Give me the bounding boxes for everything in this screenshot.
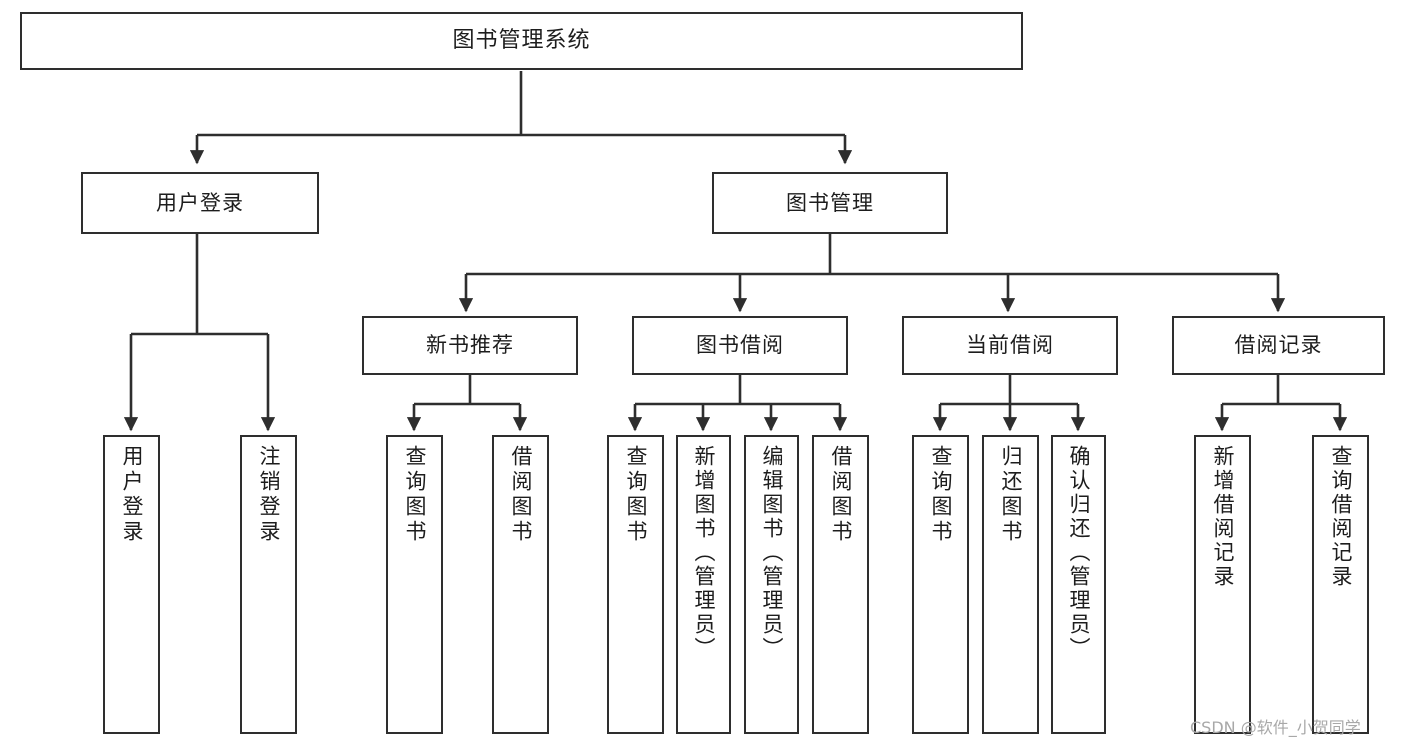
leaf-confirm-return-admin[interactable]: 确认归还（管理员） [1051, 435, 1106, 734]
node-label: 新增图书（管理员） [692, 445, 716, 661]
node-new-book-recommend[interactable]: 新书推荐 [362, 316, 578, 375]
leaf-user-login[interactable]: 用户登录 [103, 435, 160, 734]
node-label: 当前借阅 [966, 333, 1054, 358]
node-label: 借阅图书 [509, 445, 533, 545]
leaf-edit-book-admin[interactable]: 编辑图书（管理员） [744, 435, 799, 734]
leaf-return-book[interactable]: 归还图书 [982, 435, 1039, 734]
node-label: 图书管理 [786, 190, 874, 215]
node-label: 查询图书 [929, 445, 953, 545]
node-label: 确认归还（管理员） [1067, 445, 1091, 661]
leaf-query-borrow-record[interactable]: 查询借阅记录 [1312, 435, 1369, 734]
node-label: 新增借阅记录 [1211, 445, 1235, 589]
leaf-query-book-current[interactable]: 查询图书 [912, 435, 969, 734]
node-label: 新书推荐 [426, 333, 514, 358]
leaf-add-borrow-record[interactable]: 新增借阅记录 [1194, 435, 1251, 734]
node-user-login[interactable]: 用户登录 [81, 172, 319, 234]
leaf-query-book-borrow[interactable]: 查询图书 [607, 435, 664, 734]
csdn-watermark: CSDN @软件_小贺同学 [1190, 718, 1361, 737]
leaf-add-book-admin[interactable]: 新增图书（管理员） [676, 435, 731, 734]
node-label: 查询借阅记录 [1329, 445, 1353, 589]
node-label: 注销登录 [257, 445, 281, 545]
node-borrow-record[interactable]: 借阅记录 [1172, 316, 1385, 375]
node-book-manage[interactable]: 图书管理 [712, 172, 948, 234]
node-label: 图书管理系统 [452, 28, 591, 54]
leaf-query-book-recommend[interactable]: 查询图书 [386, 435, 443, 734]
node-label: 借阅图书 [829, 445, 853, 545]
node-label: 图书借阅 [696, 333, 784, 358]
leaf-logout-login[interactable]: 注销登录 [240, 435, 297, 734]
node-book-borrow[interactable]: 图书借阅 [632, 316, 848, 375]
node-current-borrow[interactable]: 当前借阅 [902, 316, 1118, 375]
node-label: 用户登录 [156, 190, 244, 215]
node-label: 用户登录 [120, 445, 144, 545]
node-label: 借阅记录 [1234, 333, 1323, 358]
node-label: 编辑图书（管理员） [760, 445, 784, 661]
node-label: 查询图书 [403, 445, 427, 545]
leaf-borrow-book-recommend[interactable]: 借阅图书 [492, 435, 549, 734]
node-label: 归还图书 [999, 445, 1023, 545]
node-label: 查询图书 [624, 445, 648, 545]
node-root-system[interactable]: 图书管理系统 [20, 12, 1023, 70]
leaf-borrow-book-borrow[interactable]: 借阅图书 [812, 435, 869, 734]
